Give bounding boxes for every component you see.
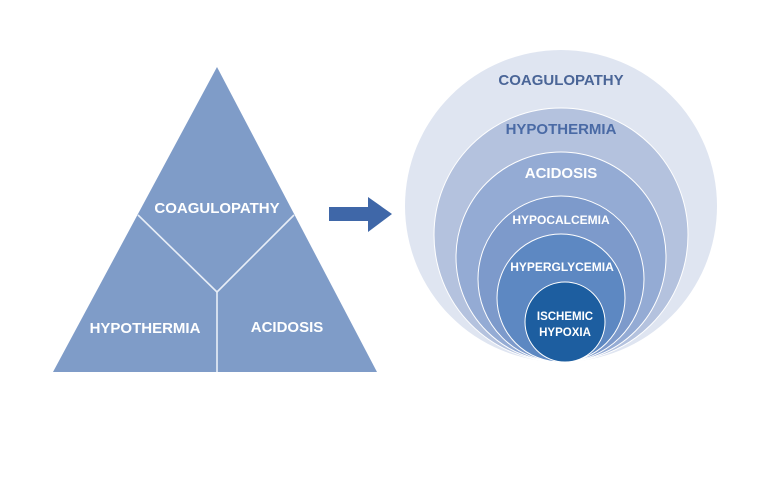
expanded-circles: COAGULOPATHY HYPOTHERMIA ACIDOSIS HYPOCA… bbox=[405, 50, 717, 363]
triangle-label-hypothermia: HYPOTHERMIA bbox=[90, 320, 201, 337]
circle-label-hypothermia: HYPOTHERMIA bbox=[506, 121, 617, 138]
circle-label-acidosis: ACIDOSIS bbox=[525, 165, 598, 182]
circle-label-ischemic: ISCHEMIC bbox=[537, 311, 593, 323]
divider-right bbox=[216, 214, 295, 293]
circle-ischemic-hypoxia bbox=[524, 281, 606, 363]
arrow-right-icon bbox=[329, 197, 392, 232]
triangle-shape bbox=[53, 67, 377, 372]
circle-label-coagulopathy: COAGULOPATHY bbox=[498, 72, 623, 89]
lethal-triad-triangle: COAGULOPATHY HYPOTHERMIA ACIDOSIS bbox=[53, 67, 377, 372]
circle-label-hypoxia: HYPOXIA bbox=[539, 327, 591, 339]
divider-left bbox=[137, 214, 218, 293]
triangle-label-acidosis: ACIDOSIS bbox=[251, 319, 324, 336]
circle-label-hyperglycemia: HYPERGLYCEMIA bbox=[510, 260, 614, 274]
circle-label-hypocalcemia: HYPOCALCEMIA bbox=[512, 213, 610, 227]
triangle-label-coagulopathy: COAGULOPATHY bbox=[154, 200, 279, 217]
